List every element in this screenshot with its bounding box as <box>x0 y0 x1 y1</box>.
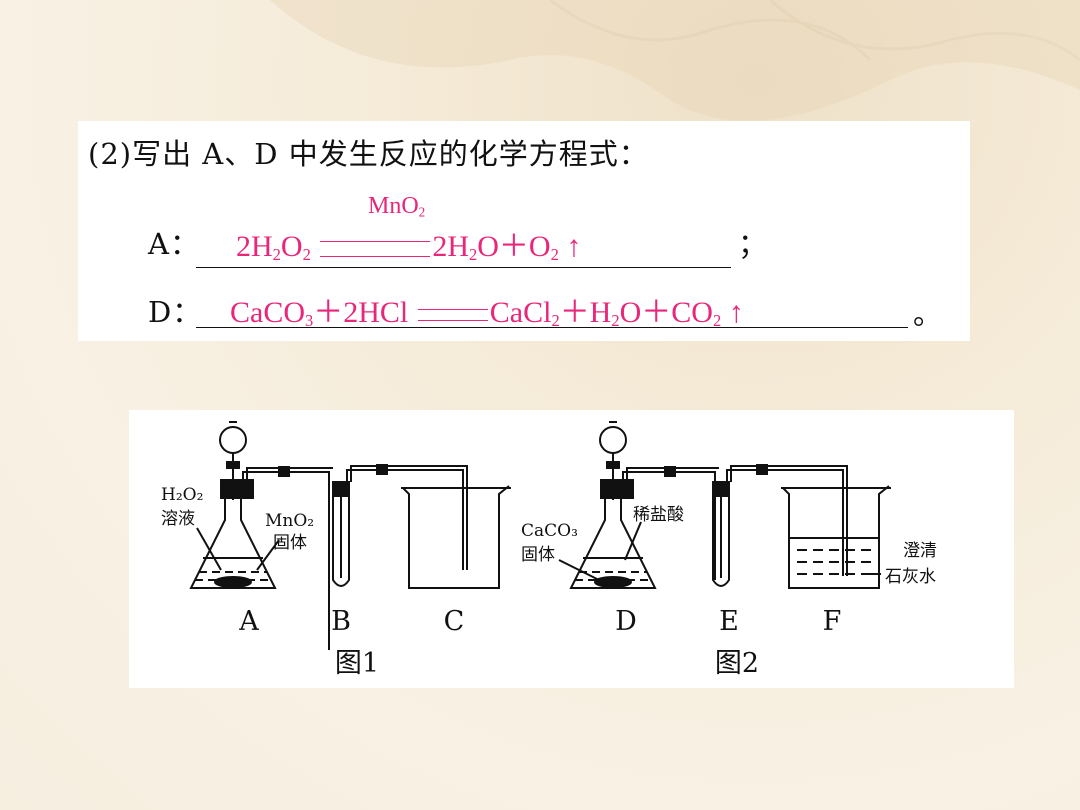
letter-d: D <box>615 606 637 637</box>
letter-f: F <box>823 606 842 637</box>
delivery-tube-bc <box>346 469 464 570</box>
question-panel: (2)写出 A、D 中发生反应的化学方程式： A： MnO2 2H2O2 2H2… <box>78 121 970 341</box>
equation-d: CaCO3＋2HCl CaCl2＋H2O＋CO2 ↑ <box>230 296 744 331</box>
answer-d-end: 。 <box>913 297 944 331</box>
gas-arrow-icon: ↑ <box>728 296 744 329</box>
question-prompt: (2)写出 A、D 中发生反应的化学方程式： <box>88 137 649 171</box>
leader-line-mno2 <box>256 539 280 571</box>
background-leaf-decoration <box>270 0 1080 121</box>
answer-d-label: D： <box>148 295 203 329</box>
beaker-c <box>401 485 511 589</box>
delivery-tube-ef <box>726 469 844 576</box>
apparatus-diagram: H₂O₂ 溶液 MnO₂ 固体 CaCO₃ 固体 稀盐酸 澄清 石灰水 A B … <box>161 421 937 679</box>
answer-a-end: ； <box>738 227 769 261</box>
label-solid-2: 固体 <box>521 545 555 565</box>
label-limewater: 石灰水 <box>885 567 936 587</box>
letter-a: A <box>238 606 259 637</box>
rubber-connector-1 <box>278 466 290 477</box>
answer-d-underline <box>196 327 908 328</box>
conical-flask-a <box>189 479 277 589</box>
label-mno2: MnO₂ <box>265 511 314 531</box>
answer-a-underline <box>196 267 731 268</box>
label-caco3: CaCO₃ <box>521 521 578 541</box>
delivery-tube-de <box>622 471 716 580</box>
leader-line-hcl <box>624 521 642 561</box>
label-solid-1: 固体 <box>273 533 307 553</box>
equation-a-condition: MnO2 <box>368 193 426 220</box>
beaker-f <box>781 485 891 589</box>
letter-c: C <box>444 606 465 637</box>
letter-b: B <box>331 606 351 637</box>
label-h2o2: H₂O₂ <box>161 485 203 505</box>
equation-a: 2H2O2 2H2O＋O2 ↑ <box>236 230 582 265</box>
answer-a-label: A： <box>148 227 200 261</box>
leader-line-caco3 <box>558 559 600 581</box>
equation-d-equals <box>417 309 488 322</box>
caption-figure-2: 图2 <box>715 648 759 679</box>
caption-figure-1: 图1 <box>335 648 379 679</box>
letter-e: E <box>719 606 739 637</box>
test-tube-b <box>332 481 350 587</box>
conical-flask-d <box>569 479 657 589</box>
test-tube-e <box>712 481 730 587</box>
label-clear: 澄清 <box>903 541 937 561</box>
figure-panel: H₂O₂ 溶液 MnO₂ 固体 CaCO₃ 固体 稀盐酸 澄清 石灰水 A B … <box>129 410 1014 688</box>
leader-line-h2o2 <box>196 527 222 571</box>
rubber-connector-2 <box>376 464 388 475</box>
label-dilute-hcl: 稀盐酸 <box>633 505 684 525</box>
gas-arrow-icon: ↑ <box>566 230 582 263</box>
equation-a-equals <box>320 241 431 258</box>
label-solution: 溶液 <box>161 509 195 529</box>
